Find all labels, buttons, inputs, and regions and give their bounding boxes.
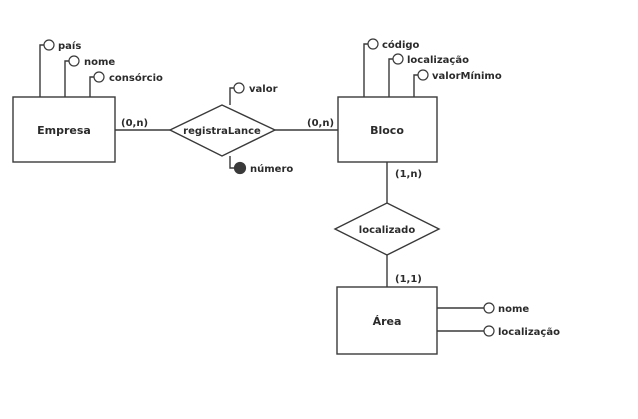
- attr-circle-numero-key: [233, 161, 247, 175]
- cardinalities: (0,n) (0,n) (1,n) (1,1): [121, 118, 422, 285]
- attr-circle-consorcio: [93, 71, 105, 83]
- entity-label-empresa: Empresa: [37, 124, 91, 137]
- attr-line-localizacao: [388, 58, 393, 97]
- entity-area: Área: [336, 286, 438, 355]
- attr-circle-valorminimo: [417, 69, 429, 81]
- cardinality-bloco-registralance: (0,n): [307, 118, 334, 129]
- attr-circle-localizacao: [392, 53, 404, 65]
- attr-circle-area-localizacao: [483, 325, 495, 337]
- cardinality-area-localizado: (1,1): [395, 274, 422, 285]
- bloco-attributes: código localização valorMínimo: [363, 38, 502, 97]
- attr-circle-nome: [68, 55, 80, 67]
- entity-label-area: Área: [373, 315, 402, 328]
- attr-circle-area-nome: [483, 302, 495, 314]
- area-attributes: nome localização: [437, 302, 560, 338]
- relationship-localizado: localizado: [333, 202, 441, 256]
- attr-circle-valor: [233, 82, 245, 94]
- cardinality-empresa-registralance: (0,n): [121, 118, 148, 129]
- entity-bloco: Bloco: [337, 96, 438, 163]
- attr-label-valor: valor: [249, 84, 278, 95]
- attr-label-consorcio: consórcio: [109, 72, 163, 84]
- relationship-registralance: registraLance: [168, 104, 277, 157]
- attr-label-nome: nome: [84, 57, 115, 68]
- attr-label-area-nome: nome: [498, 304, 529, 315]
- attr-label-area-localizacao: localização: [498, 327, 560, 338]
- attr-label-pais: país: [58, 40, 81, 52]
- attr-label-localizacao: localização: [407, 55, 469, 66]
- entity-box-bloco: [337, 96, 438, 163]
- entity-label-bloco: Bloco: [370, 124, 404, 137]
- relationship-diamond-registralance: [168, 104, 277, 157]
- cardinality-bloco-localizado: (1,n): [395, 169, 422, 180]
- entity-box-empresa: [12, 96, 116, 163]
- relationship-diamond-localizado: [333, 202, 441, 256]
- entity-empresa: Empresa: [12, 96, 116, 163]
- attr-label-numero: número: [250, 163, 293, 175]
- attr-line-nome: [64, 60, 69, 97]
- relationship-label-localizado: localizado: [359, 225, 416, 236]
- attr-line-codigo: [363, 43, 368, 97]
- attr-line-numero: [229, 156, 234, 169]
- relationship-label-registralance: registraLance: [183, 126, 261, 137]
- attr-line-pais: [39, 44, 44, 97]
- attr-label-valorminimo: valorMínimo: [432, 70, 502, 82]
- attr-circle-pais: [43, 39, 55, 51]
- registralance-attributes: valor número: [229, 82, 293, 175]
- attr-circle-codigo: [367, 38, 379, 50]
- attr-line-consorcio: [89, 76, 94, 97]
- attr-line-valorminimo: [413, 74, 418, 97]
- attr-line-valor: [229, 87, 234, 105]
- relationship-lines: [115, 129, 388, 287]
- entity-box-area: [336, 286, 438, 355]
- empresa-attributes: país nome consórcio: [39, 39, 163, 97]
- attr-label-codigo: código: [382, 39, 420, 51]
